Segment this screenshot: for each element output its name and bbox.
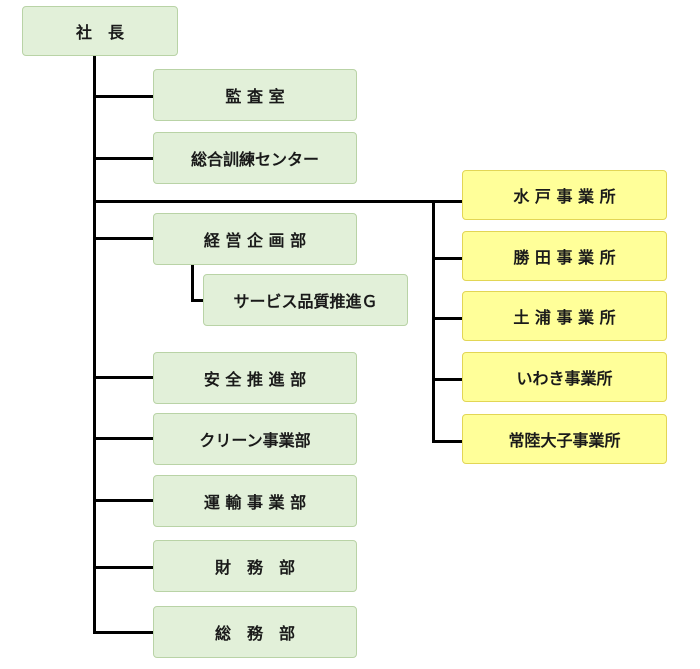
dept-clean-business: クリーン事業部	[153, 413, 357, 465]
office-label: 勝 田 事 業 所	[513, 248, 616, 267]
president-box: 社 長	[22, 6, 178, 56]
president-label: 社 長	[75, 23, 124, 42]
connector-service-vertical	[191, 264, 194, 301]
office-label: 土 浦 事 業 所	[513, 308, 616, 327]
dept-training-center: 総合訓練センター	[153, 132, 357, 184]
dept-management-planning: 経 営 企 画 部	[153, 213, 357, 265]
office-hitachi-daigo: 常陸大子事業所	[462, 414, 667, 464]
dept-label: 財 務 部	[214, 558, 295, 577]
office-tsuchiura: 土 浦 事 業 所	[462, 291, 667, 341]
connector-finance	[93, 566, 155, 569]
connector-audit	[93, 95, 155, 98]
office-iwaki: いわき事業所	[462, 352, 667, 402]
connector-training	[93, 157, 155, 160]
connector-offices-trunk	[432, 200, 435, 443]
dept-label: クリーン事業部	[199, 431, 311, 450]
dept-label: 監 査 室	[225, 87, 285, 106]
dept-label: 総合訓練センター	[190, 150, 319, 169]
dept-audit-office: 監 査 室	[153, 69, 357, 121]
office-katsuta: 勝 田 事 業 所	[462, 231, 667, 281]
group-service-quality: サービス品質推進Ｇ	[203, 274, 408, 326]
connector-office-iwaki	[432, 440, 464, 443]
dept-finance: 財 務 部	[153, 540, 357, 592]
connector-clean	[93, 437, 155, 440]
office-label: いわき事業所	[516, 369, 613, 388]
connector-planning	[93, 237, 155, 240]
dept-label: 運 輸 事 業 部	[203, 493, 307, 512]
dept-label: 安 全 推 進 部	[203, 370, 307, 389]
connector-transport	[93, 499, 155, 502]
connector-main-trunk	[93, 56, 96, 634]
dept-label: 総 務 部	[214, 624, 295, 643]
connector-office-mito	[432, 257, 464, 260]
connector-office-tsuchiura	[432, 378, 464, 381]
connector-offices-branch	[93, 200, 465, 203]
dept-general-affairs: 総 務 部	[153, 606, 357, 658]
dept-label: 経 営 企 画 部	[203, 231, 307, 250]
office-label: 常陸大子事業所	[508, 431, 621, 450]
dept-safety-promotion: 安 全 推 進 部	[153, 352, 357, 404]
connector-service	[191, 299, 205, 302]
dept-transport-business: 運 輸 事 業 部	[153, 475, 357, 527]
office-mito: 水 戸 事 業 所	[462, 170, 667, 220]
connector-general	[93, 631, 155, 634]
connector-office-katsuta	[432, 317, 464, 320]
office-label: 水 戸 事 業 所	[513, 187, 616, 206]
dept-label: サービス品質推進Ｇ	[233, 292, 378, 311]
connector-safety	[93, 376, 155, 379]
